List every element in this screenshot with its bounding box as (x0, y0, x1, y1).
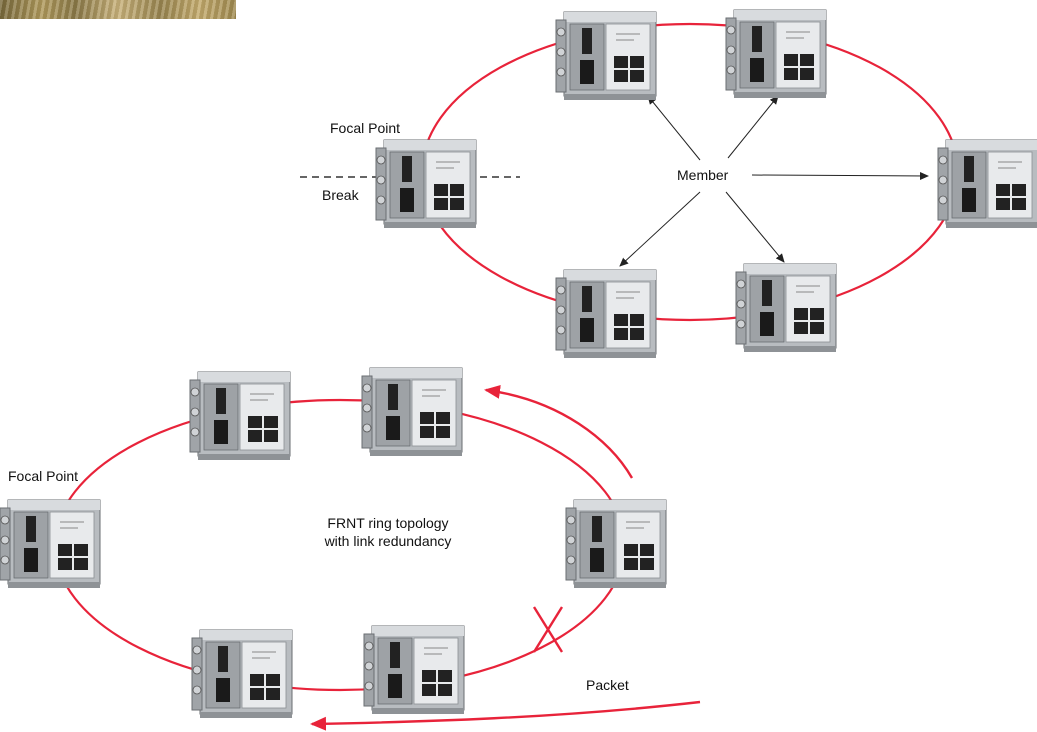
top-focal-point-label: Focal Point (330, 120, 401, 136)
member-arrow-lower-left (619, 191, 701, 267)
switch-bottom-2 (361, 367, 463, 457)
link-break-mark-stroke (532, 606, 564, 653)
switch-top-5 (735, 263, 837, 353)
member-arrow-upper-right (727, 95, 779, 159)
switch-top-2 (725, 9, 827, 99)
switch-bottom-5 (363, 625, 465, 715)
switch-bottom-3 (565, 499, 667, 589)
break-label: Break (322, 187, 359, 203)
ring-caption-line-2: with link redundancy (324, 533, 452, 549)
switch-top-4 (555, 269, 657, 359)
switch-bottom-4 (191, 629, 293, 719)
photo-thumbnail (0, 0, 236, 19)
member-arrow-lower-right (725, 191, 785, 263)
member-arrow-right (751, 171, 929, 180)
switch-bottom-focal (0, 499, 101, 589)
packet-path-arrow (310, 700, 701, 731)
ring-caption: FRNT ring topology with link redundancy (278, 514, 498, 550)
bottom-focal-point-label: Focal Point (8, 468, 79, 484)
member-arrow-upper-left (647, 95, 701, 161)
member-label: Member (677, 167, 729, 183)
switch-top-1 (555, 11, 657, 101)
ring-caption-line-1: FRNT ring topology (327, 515, 449, 531)
switch-top-3 (937, 139, 1037, 229)
switch-bottom-1 (189, 371, 291, 461)
switch-top-focal (375, 139, 477, 229)
packet-label: Packet (586, 677, 629, 693)
redundant-path-arrow (484, 384, 634, 479)
